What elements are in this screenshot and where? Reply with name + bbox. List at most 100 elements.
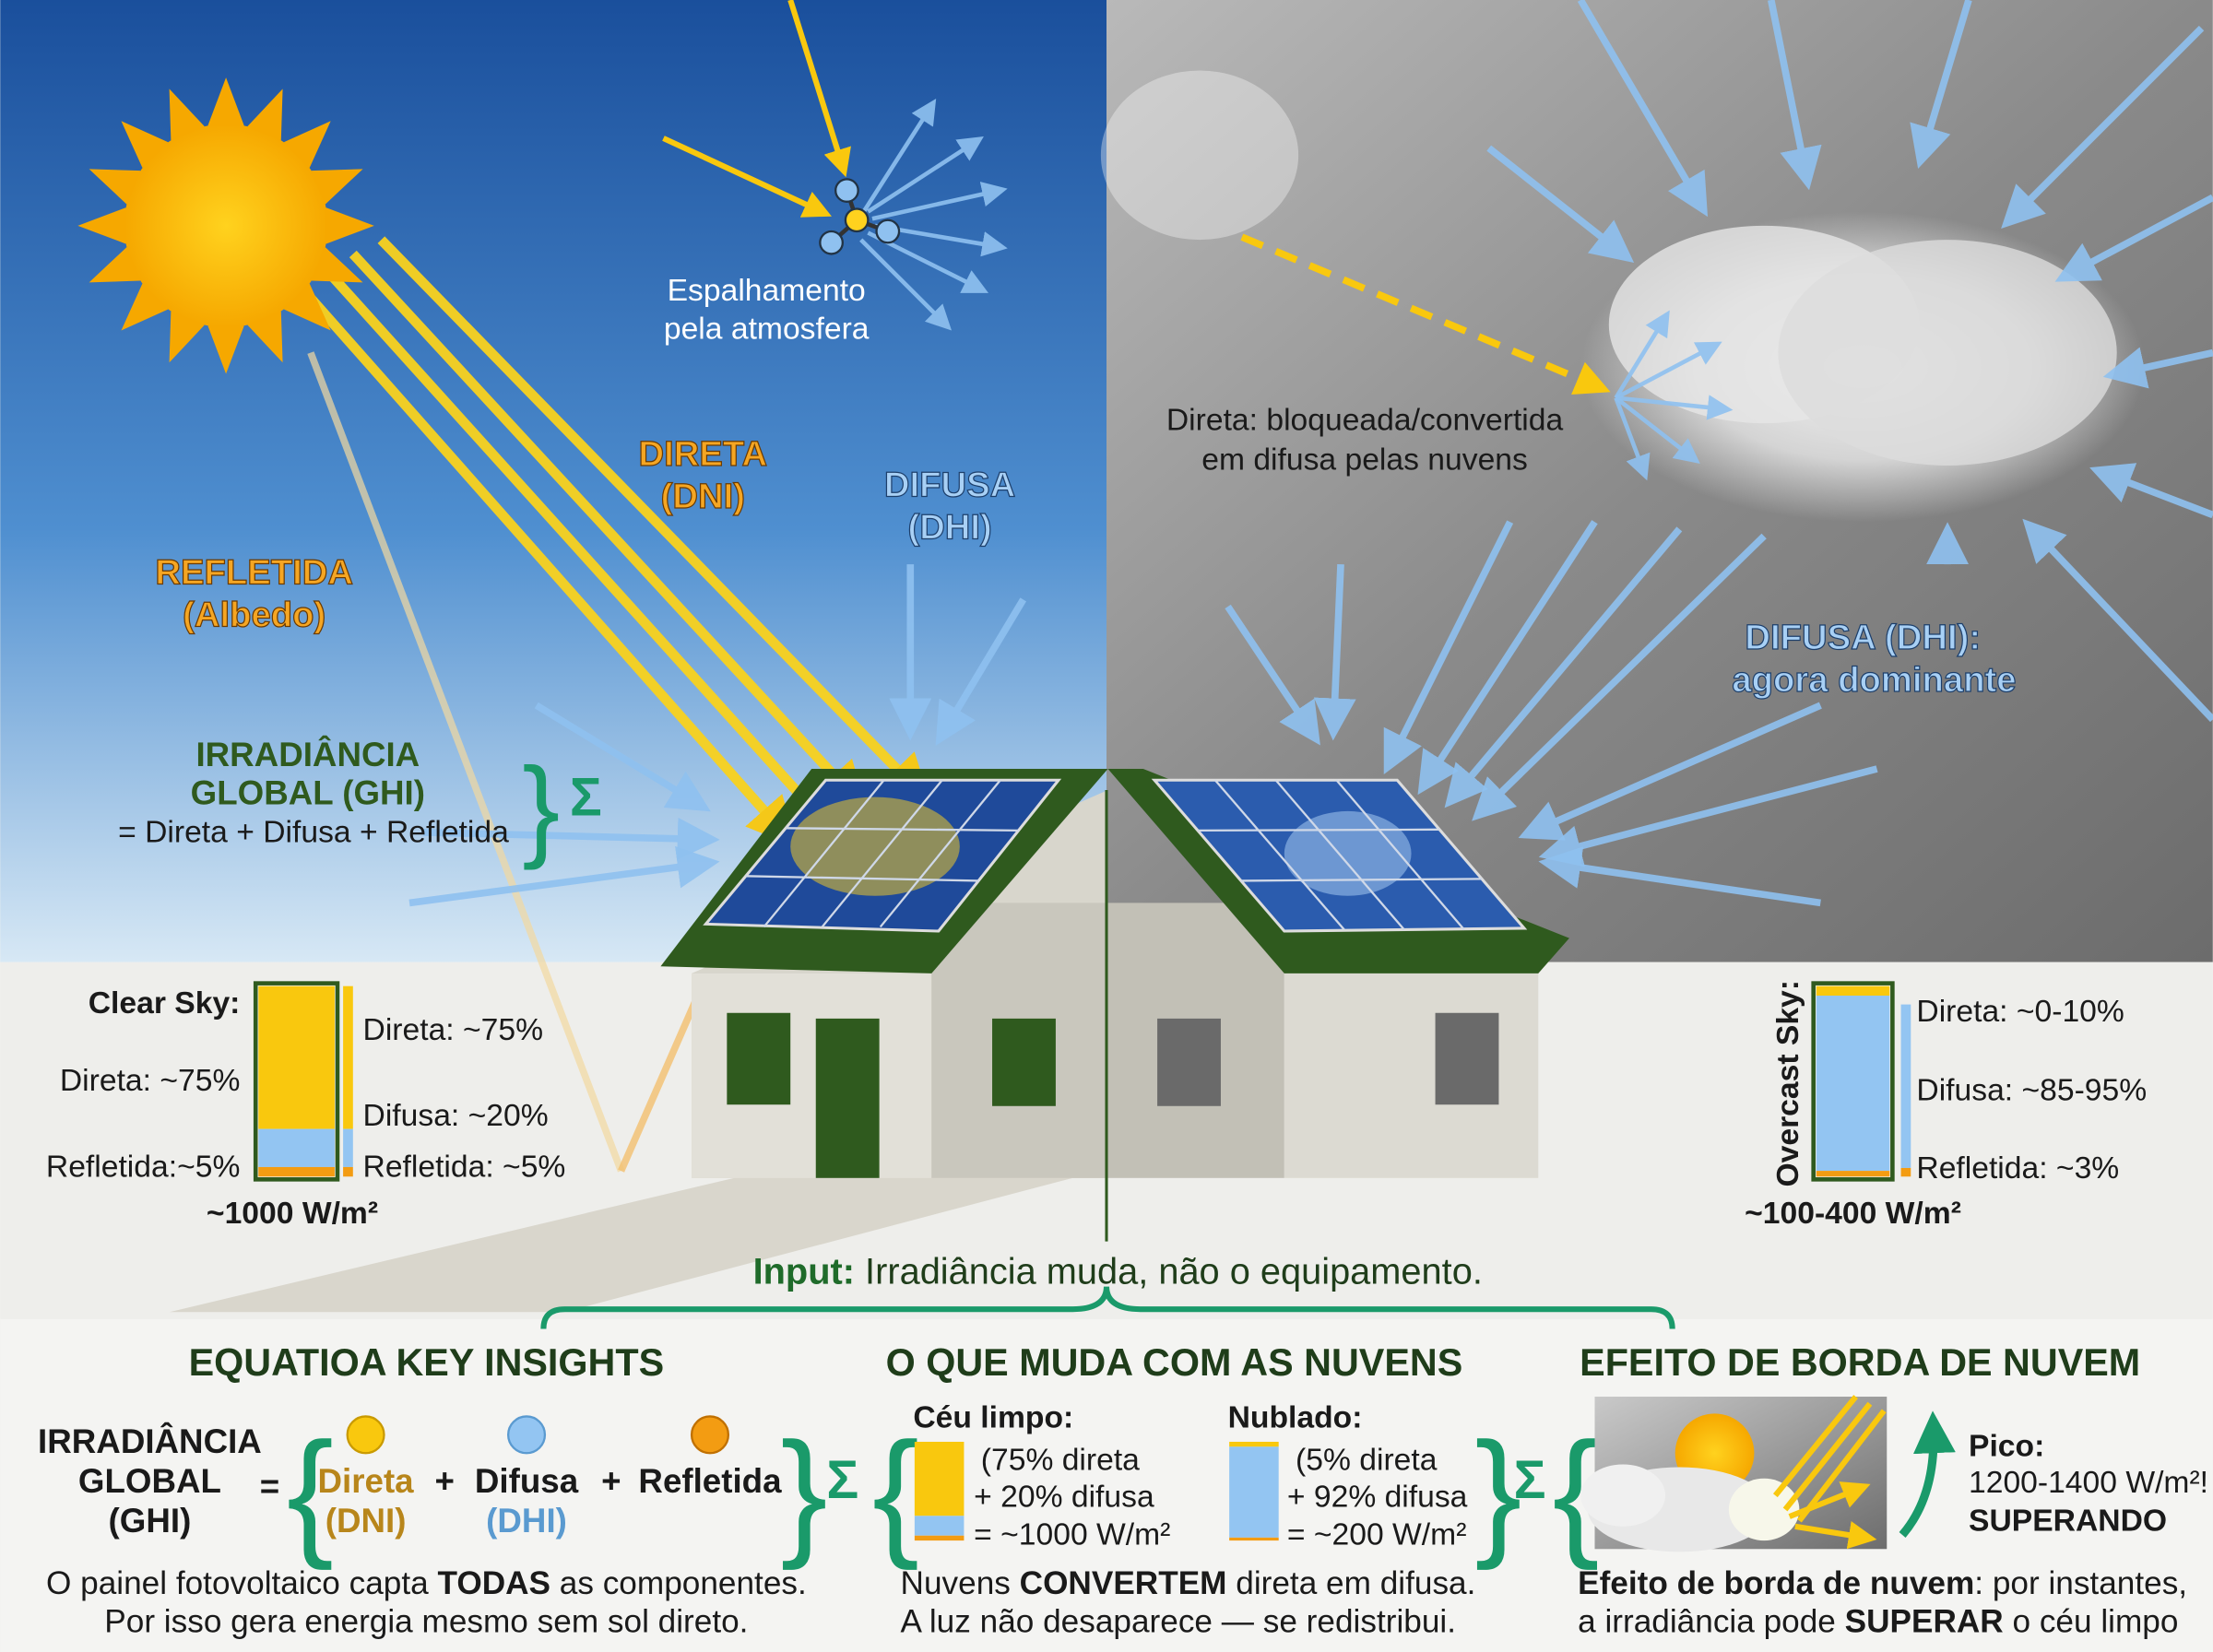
sun-ray (283, 283, 331, 331)
svg-text:}: } (1474, 1413, 1521, 1571)
bar-segment-reflected (258, 1166, 335, 1177)
sigma-icon: Σ (826, 1450, 858, 1510)
bar-segment-diffuse (914, 1516, 964, 1536)
svg-text:Céu limpo:: Céu limpo: (913, 1401, 1073, 1435)
bar-segment-reflected (1816, 1171, 1890, 1177)
bar-segment-reflected (1900, 1167, 1911, 1177)
clear-sky-total: ~1000 W/m² (207, 1197, 378, 1231)
sigma-icon: Σ (570, 768, 602, 828)
clouds-section-title: O QUE MUDA COM AS NUVENS (886, 1341, 1463, 1384)
direct-ray (662, 136, 832, 218)
blocked-label: Direta: bloqueada/convertida (1166, 404, 1564, 438)
svg-text:+ 92% difusa: + 92% difusa (1287, 1480, 1468, 1514)
diffuse-ray (1518, 702, 1822, 841)
cloud-edge-illustration (1580, 1395, 1888, 1552)
svg-text:(DNI): (DNI) (325, 1502, 407, 1540)
diffuse-ray (1383, 520, 1514, 775)
diffuse-ray (871, 182, 1008, 221)
input-note: Input: Irradiância muda, não o equipamen… (753, 1252, 1483, 1292)
panel-line (1335, 779, 1465, 931)
ghi-equation: IRRADIÂNCIA GLOBAL (GHI) = { Direta (DNI… (38, 1413, 858, 1571)
equation-section-title: EQUATIOA KEY INSIGHTS (189, 1341, 665, 1384)
bar-segment-direct (1229, 1441, 1279, 1447)
clear-sky-title: Clear Sky: (89, 986, 241, 1021)
diffuse-ray (935, 597, 1026, 746)
overcast-right-label: Difusa: ~85-95% (1916, 1074, 2147, 1108)
diffuse-ray (1768, 0, 1822, 191)
reflected-ray (307, 351, 625, 1173)
sigma-icon: Σ (1514, 1450, 1546, 1510)
diffuse-ray (534, 702, 711, 812)
svg-text:(DHI): (DHI) (486, 1502, 567, 1540)
panel-line (745, 875, 979, 882)
svg-text:=: = (260, 1468, 279, 1505)
house-shadow (169, 1177, 1073, 1313)
section-bracket (540, 1286, 1675, 1329)
sun-ray (311, 247, 363, 283)
solar-panel-grid (745, 779, 1483, 931)
sun-ray (77, 207, 126, 244)
svg-text:IRRADIÂNCIA: IRRADIÂNCIA (38, 1422, 262, 1460)
svg-text:Nublado:: Nublado: (1228, 1401, 1363, 1435)
svg-text:(5% direta: (5% direta (1296, 1444, 1438, 1478)
blocked-label: em difusa pelas nuvens (1201, 443, 1528, 478)
overcast-right-label: Refletida: ~3% (1916, 1151, 2119, 1186)
scatter-molecule-icon (819, 178, 901, 255)
sun-ray (207, 77, 244, 126)
diffuse-ray (1614, 310, 1670, 399)
overcast-sky-total: ~100-400 W/m² (1745, 1197, 1961, 1231)
panel-line (1274, 779, 1405, 931)
clear-mini-bar (914, 1441, 964, 1541)
diffuse-ray (2054, 194, 2213, 282)
panel-line (1197, 828, 1440, 832)
sun-ray (89, 247, 141, 283)
diffuse-ray (1444, 526, 1683, 808)
ghi-label: IRRADIÂNCIA (195, 735, 420, 773)
direct-label: DIRETA (639, 434, 768, 474)
peak-label: Pico: (1969, 1429, 2044, 1463)
sun-ray (89, 169, 141, 205)
direct-ray (377, 236, 931, 805)
direct-ray (787, 0, 851, 178)
panel-line (821, 779, 943, 928)
bar-segment-reflected (1229, 1537, 1279, 1541)
bar-segment-diffuse (258, 1128, 335, 1167)
brace: } (522, 744, 560, 870)
diffuse-ray (1615, 395, 1700, 465)
bar-segment-diffuse (1229, 1446, 1279, 1538)
diffuse-ray (1577, 0, 1709, 218)
diffuse-ray (2102, 347, 2213, 389)
clear-left-label: Direta: ~75% (60, 1064, 241, 1098)
svg-text:}: } (780, 1413, 827, 1571)
direct-abbr: (DNI) (661, 477, 745, 516)
panel-line (763, 779, 885, 928)
clear-sky-bar (253, 981, 353, 1182)
overcast-sky-bar (1811, 981, 1911, 1182)
bar-segment-diffuse (1900, 1004, 1911, 1168)
svg-text:+: + (601, 1462, 621, 1500)
sun-ray (325, 207, 374, 244)
peak-value: 1200-1400 W/m²! (1969, 1466, 2208, 1500)
svg-text:Refletida: Refletida (638, 1462, 782, 1500)
diffuse-ray (423, 817, 720, 860)
diffuse-ray (1615, 395, 1734, 420)
panel-line (879, 779, 1001, 928)
reflected-label: REFLETIDA (155, 553, 353, 593)
sun-ray (247, 311, 283, 363)
sun-ray (247, 88, 283, 141)
diffuse-ray (1910, 0, 1972, 169)
diffuse-ray (2022, 518, 2213, 723)
svg-text:+ 20% difusa: + 20% difusa (974, 1480, 1154, 1514)
up-arrow-icon (1899, 1410, 1956, 1538)
svg-text:(75% direta: (75% direta (981, 1444, 1140, 1478)
ghi-formula: = Direta + Difusa + Refletida (118, 816, 509, 850)
diffuse-ray (1615, 341, 1722, 400)
reflected-dot (690, 1415, 730, 1455)
clouds-comparison: { Céu limpo: (75% direta + 20% difusa = … (872, 1401, 1600, 1571)
svg-text:Direta: Direta (318, 1462, 415, 1500)
svg-text:{: { (872, 1413, 919, 1571)
diffuse-ray (408, 845, 720, 907)
diffuse-abbr: (DHI) (907, 508, 991, 548)
cloud-icon (1100, 70, 2146, 523)
bar-segment-direct (1816, 985, 1890, 997)
